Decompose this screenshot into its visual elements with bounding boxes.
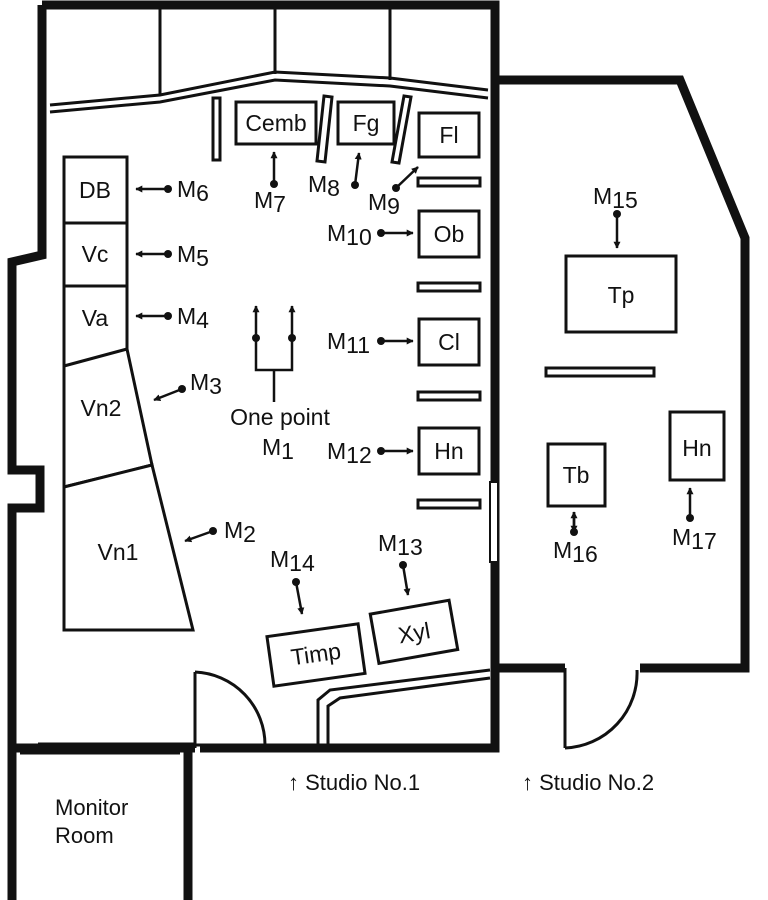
- label-m3: M3: [190, 369, 222, 399]
- label-fg: Fg: [353, 110, 380, 136]
- studio2-door[interactable]: [563, 668, 639, 750]
- label-xyl: Xyl: [396, 617, 432, 648]
- monitor-room-label-line1: Monitor: [55, 795, 128, 820]
- label-one-point: One point: [230, 404, 330, 430]
- mic-m3[interactable]: [153, 385, 186, 402]
- label-vn1: Vn1: [98, 539, 139, 565]
- label-m15: M15: [593, 183, 638, 213]
- label-m2: M2: [224, 517, 256, 547]
- string-section: [62, 155, 195, 632]
- monitor-room-label-line2: Room: [55, 823, 114, 848]
- mic-m12[interactable]: [377, 447, 414, 455]
- label-m17: M17: [672, 524, 717, 554]
- mic-m15[interactable]: [613, 210, 621, 249]
- caption-studio1: ↑ Studio No.1: [288, 770, 420, 795]
- label-m13: M13: [378, 530, 423, 560]
- caption-studio2: ↑ Studio No.2: [522, 770, 654, 795]
- mic-m9[interactable]: [392, 166, 419, 192]
- mic-m7[interactable]: [270, 151, 278, 188]
- box-cemb: [234, 100, 318, 146]
- mic-m4[interactable]: [135, 312, 172, 320]
- studio1-walls: [7, 0, 500, 753]
- label-m9: M9: [368, 189, 400, 219]
- label-m5: M5: [177, 241, 209, 271]
- studio2-walls: [495, 75, 750, 673]
- label-tp: Tp: [608, 282, 635, 308]
- box-fg: [336, 100, 396, 146]
- label-hn2: Hn: [682, 435, 711, 461]
- box-hn2: [668, 410, 726, 482]
- mic-m8[interactable]: [351, 152, 362, 189]
- studio1-door[interactable]: [193, 670, 267, 748]
- mic-m17[interactable]: [686, 487, 694, 522]
- label-db: DB: [79, 177, 111, 203]
- label-cemb: Cemb: [245, 110, 306, 136]
- label-va: Va: [82, 305, 109, 331]
- label-m4: M4: [177, 303, 209, 333]
- box-timp: [265, 622, 367, 688]
- label-ob: Ob: [434, 221, 465, 247]
- mic-m14[interactable]: [292, 578, 305, 615]
- mic-m10[interactable]: [377, 229, 414, 237]
- label-m16: M16: [553, 537, 598, 567]
- label-fl: Fl: [439, 122, 458, 148]
- label-cl: Cl: [438, 329, 460, 355]
- monitor-room-walls: [7, 748, 193, 900]
- mic-m11[interactable]: [377, 337, 414, 345]
- mic-m5[interactable]: [135, 250, 172, 258]
- box-cl: [417, 317, 481, 367]
- label-m10: M10: [327, 220, 372, 250]
- label-tb: Tb: [563, 462, 590, 488]
- mic-m2[interactable]: [184, 527, 217, 543]
- label-vc: Vc: [82, 241, 109, 267]
- mic-m16[interactable]: [570, 511, 578, 536]
- box-fl: [417, 111, 481, 159]
- baffles: [211, 94, 656, 510]
- label-m11: M11: [327, 328, 370, 358]
- label-vn2: Vn2: [81, 395, 122, 421]
- label-m12: M12: [327, 438, 372, 468]
- mic-m1-stereo-pair[interactable]: [252, 305, 296, 402]
- label-m14: M14: [270, 546, 315, 576]
- box-tp: [564, 254, 678, 334]
- label-m7: M7: [254, 187, 286, 217]
- label-m6: M6: [177, 176, 209, 206]
- box-hn1: [417, 426, 481, 476]
- label-m1: M1: [262, 434, 294, 464]
- label-m8: M8: [308, 171, 340, 201]
- box-ob: [417, 209, 481, 259]
- box-xyl: [368, 598, 460, 666]
- mic-m13[interactable]: [399, 561, 411, 596]
- label-hn1: Hn: [434, 438, 463, 464]
- mic-m6[interactable]: [135, 185, 172, 193]
- box-tb: [546, 442, 607, 508]
